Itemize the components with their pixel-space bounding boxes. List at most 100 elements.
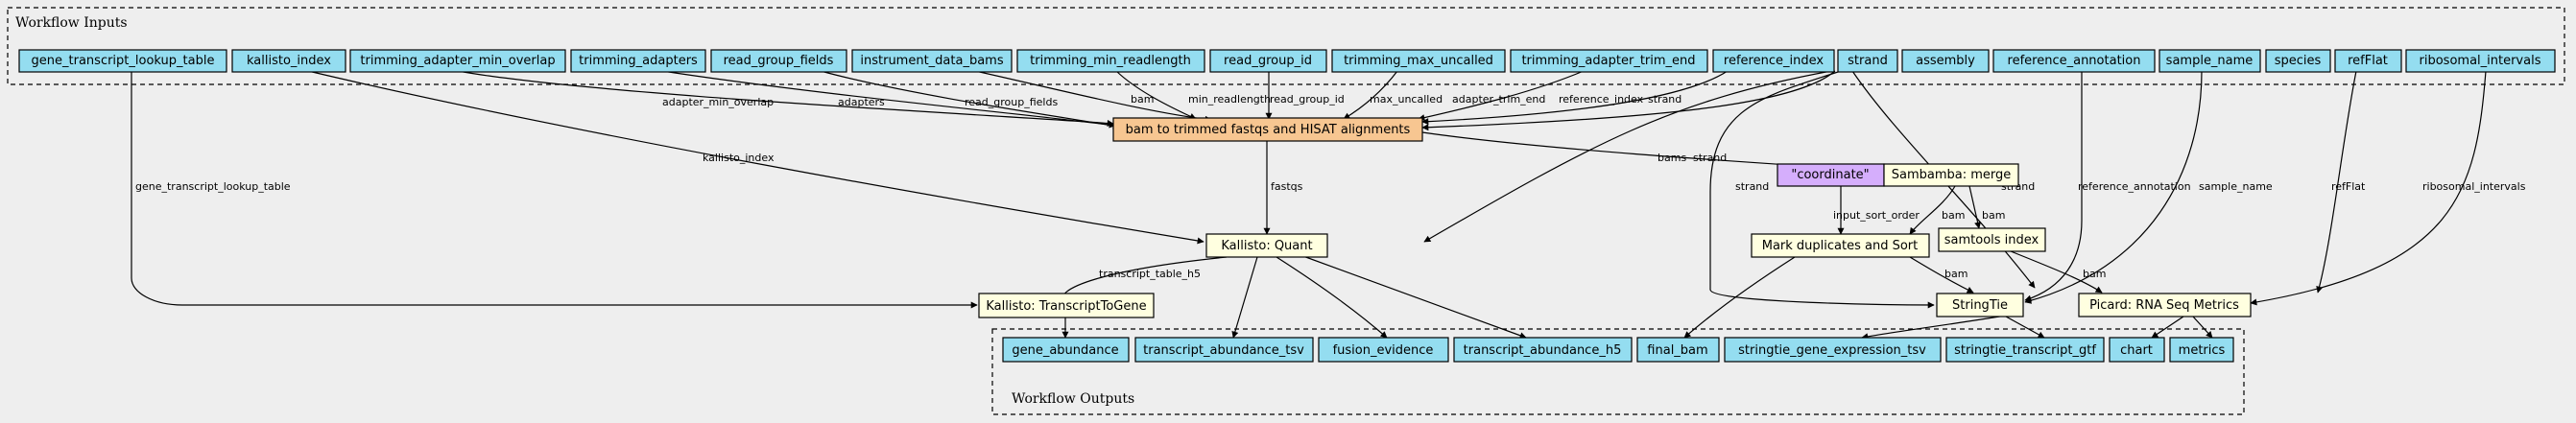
input-reference-index-label: reference_index (1724, 54, 1824, 68)
step-samtools-index[interactable]: samtools index (1938, 227, 2046, 252)
workflow-inputs-label: Workflow Inputs (15, 15, 128, 31)
input-sample-name-label: sample_name (2166, 54, 2254, 68)
edge-max-uncalled (1343, 70, 1398, 120)
output-fusion-evidence[interactable]: fusion_evidence (1318, 337, 1449, 363)
step-kallisto-transcripttogene[interactable]: Kallisto: TranscriptToGene (978, 293, 1155, 318)
input-reference-annotation[interactable]: reference_annotation (1992, 49, 2156, 73)
input-read-group-fields-label: read_group_fields (724, 54, 834, 68)
input-assembly-label: assembly (1916, 54, 1975, 68)
input-trimming-max-uncalled-label: trimming_max_uncalled (1344, 54, 1493, 68)
edge-label-bam-merge-markdup: bam (1942, 209, 1965, 222)
output-stringtie-gene-expression-tsv[interactable]: stringtie_gene_expression_tsv (1724, 337, 1942, 363)
output-final-bam[interactable]: final_bam (1636, 337, 1720, 363)
edge-markdup-to-final-bam (1683, 256, 1796, 339)
edge-label-bams: bams (1658, 152, 1686, 164)
edge-adapters (661, 70, 1116, 129)
input-trimming-adapter-min-overlap[interactable]: trimming_adapter_min_overlap (349, 49, 566, 73)
edge-reference-annotation (2024, 71, 2083, 302)
input-trimming-adapters[interactable]: trimming_adapters (570, 49, 706, 73)
input-trimming-adapter-min-overlap-label: trimming_adapter_min_overlap (360, 54, 555, 68)
output-stringtie-gene-expression-tsv-label: stringtie_gene_expression_tsv (1738, 343, 1926, 358)
step-mark-duplicates-label: Mark duplicates and Sort (1762, 239, 1919, 253)
edge-label-strand-3: strand (1735, 180, 1769, 193)
input-trimming-adapter-trim-end[interactable]: trimming_adapter_trim_end (1510, 49, 1708, 73)
edge-sample-name (2024, 70, 2203, 304)
input-reference-annotation-label: reference_annotation (2008, 54, 2141, 68)
input-gene-transcript-lookup-table[interactable]: gene_transcript_lookup_table (18, 49, 227, 73)
edge-stringtie-to-gene-tsv (1861, 315, 2007, 341)
step-stringtie[interactable]: StringTie (1936, 293, 2024, 317)
input-strand-label: strand (1848, 54, 1888, 68)
input-nodes: gene_transcript_lookup_table kallisto_in… (18, 49, 2556, 73)
input-trimming-adapters-label: trimming_adapters (579, 54, 698, 68)
edge-picard-to-metrics (2192, 316, 2213, 339)
output-transcript-abundance-tsv[interactable]: transcript_abundance_tsv (1134, 337, 1314, 363)
step-nodes: bam to trimmed fastqs and HISAT alignmen… (978, 117, 2252, 318)
edge-merge-to-samtools (1968, 185, 1982, 229)
input-reference-index[interactable]: reference_index (1712, 49, 1835, 73)
edge-label-fastqs: fastqs (1271, 180, 1303, 193)
step-picard-rna-seq-metrics-label: Picard: RNA Seq Metrics (2089, 298, 2239, 313)
step-kallisto-quant[interactable]: Kallisto: Quant (1205, 233, 1328, 258)
workflow-outputs-cluster: Workflow Outputs (991, 328, 2245, 415)
output-transcript-abundance-h5-label: transcript_abundance_h5 (1464, 343, 1622, 358)
edge-label-kallisto-index: kallisto_index (703, 152, 775, 164)
input-gene-transcript-lookup-table-label: gene_transcript_lookup_table (32, 54, 215, 68)
edge-strand-to-bam (1421, 70, 1836, 131)
edge-label-gene-transcript-lookup-table: gene_transcript_lookup_table (135, 180, 291, 193)
step-picard-rna-seq-metrics[interactable]: Picard: RNA Seq Metrics (2078, 293, 2252, 317)
edge-label-bam: bam (1131, 93, 1154, 106)
step-sambamba-merge[interactable]: Sambamba: merge (1883, 163, 2019, 187)
edge-label-read-group-fields: read_group_fields (965, 96, 1058, 108)
input-refflat[interactable]: refFlat (2334, 49, 2402, 73)
output-metrics[interactable]: metrics (2169, 337, 2234, 363)
edge-gene-transcript-lookup-table (131, 71, 978, 309)
input-species[interactable]: species (2265, 49, 2331, 73)
step-mark-duplicates[interactable]: Mark duplicates and Sort (1751, 233, 1930, 258)
edge-label-refflat: refFlat (2331, 180, 2366, 193)
input-trimming-min-readlength[interactable]: trimming_min_readlength (1016, 49, 1205, 73)
output-nodes: gene_abundance transcript_abundance_tsv … (1002, 337, 2234, 363)
output-stringtie-transcript-gtf[interactable]: stringtie_transcript_gtf (1945, 337, 2105, 363)
edge-reference-index (1421, 70, 1729, 126)
step-bam-to-trimmed-fastqs[interactable]: bam to trimmed fastqs and HISAT alignmen… (1112, 117, 1423, 142)
edge-picard-to-chart (2151, 316, 2184, 339)
output-chart-label: chart (2120, 343, 2153, 358)
output-gene-abundance[interactable]: gene_abundance (1002, 337, 1130, 363)
input-assembly[interactable]: assembly (1901, 49, 1990, 73)
edge-markdup-to-stringtie (1909, 256, 1974, 294)
edge-label-read-group-id: read_group_id (1270, 93, 1345, 106)
edge-label-min-readlength: min_readlength (1188, 93, 1271, 106)
edge-kallisto-index (307, 70, 1205, 245)
edges (131, 70, 2487, 341)
input-kallisto-index[interactable]: kallisto_index (231, 49, 346, 73)
edge-quant-to-fusion (1276, 256, 1388, 339)
input-read-group-fields[interactable]: read_group_fields (710, 49, 847, 73)
input-read-group-id[interactable]: read_group_id (1209, 49, 1327, 73)
output-metrics-label: metrics (2179, 343, 2226, 358)
edge-strand-to-stringtie (1709, 70, 1935, 309)
edge-label-adapters: adapters (838, 96, 885, 108)
input-instrument-data-bams[interactable]: instrument_data_bams (851, 49, 1013, 73)
edge-stringtie-to-gtf (2005, 316, 2045, 339)
edge-bam (974, 70, 1212, 123)
edge-adapter-trim-end (1418, 70, 1585, 122)
literal-coordinate[interactable]: "coordinate" (1777, 163, 1885, 187)
input-sample-name[interactable]: sample_name (2159, 49, 2261, 73)
edge-label-reference-index: reference_index (1559, 93, 1644, 106)
edge-strand-to-kallisto-quant (1423, 70, 1832, 243)
edge-adapter-min-overlap (457, 70, 1114, 127)
input-trimming-max-uncalled[interactable]: trimming_max_uncalled (1331, 49, 1506, 73)
input-strand[interactable]: strand (1837, 49, 1898, 73)
output-chart[interactable]: chart (2109, 337, 2165, 363)
workflow-outputs-label: Workflow Outputs (1012, 391, 1134, 407)
edge-label-input-sort-order: input_sort_order (1833, 209, 1920, 222)
edge-label-bam-samtools-picard: bam (2083, 268, 2106, 280)
output-transcript-abundance-h5[interactable]: transcript_abundance_h5 (1453, 337, 1633, 363)
output-gene-abundance-label: gene_abundance (1012, 343, 1118, 358)
edge-label-strand-2: strand (1693, 152, 1727, 164)
input-ribosomal-intervals[interactable]: ribosomal_intervals (2405, 49, 2556, 73)
edge-quant-to-transcript-h5 (1300, 254, 1527, 340)
edge-min-readlength (1115, 70, 1197, 120)
input-trimming-min-readlength-label: trimming_min_readlength (1030, 54, 1191, 68)
